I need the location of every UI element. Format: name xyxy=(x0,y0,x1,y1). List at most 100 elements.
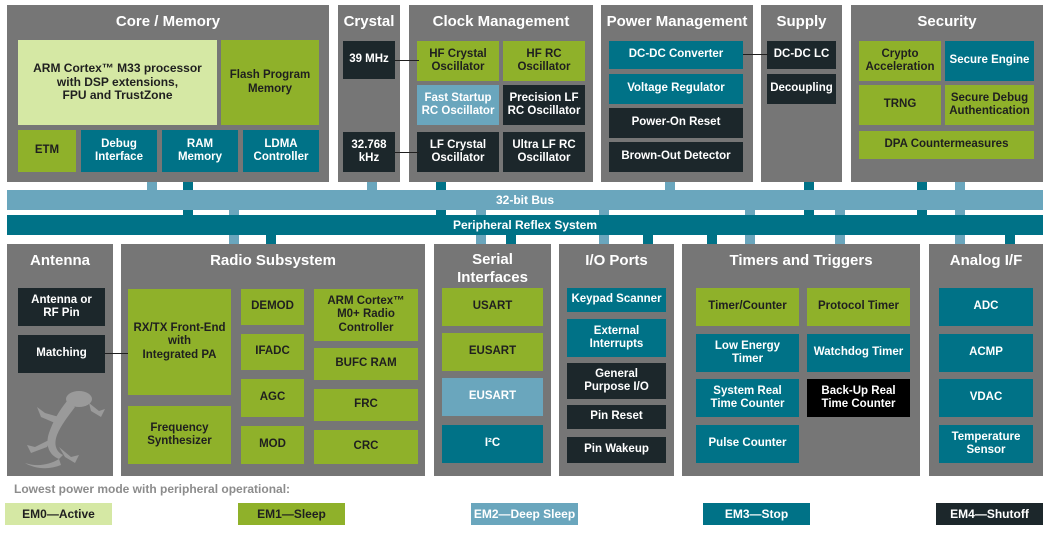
supply-panel: Supply DC-DC LC Decoupling xyxy=(761,5,842,182)
dpa-countermeasures: DPA Countermeasures xyxy=(859,131,1034,159)
dc-dc-lc: DC-DC LC xyxy=(767,41,836,69)
panel-title: Timers and Triggers xyxy=(729,252,873,269)
backup-rtc: Back-Up Real Time Counter xyxy=(807,379,910,417)
eusart-2: EUSART xyxy=(442,378,543,416)
panel-title: Supply xyxy=(776,13,827,30)
adc: ADC xyxy=(939,288,1033,326)
core-memory-panel: Core / Memory ARM Cortex™ M33 processor … xyxy=(7,5,329,182)
io-ports-panel: I/O Ports Keypad Scanner External Interr… xyxy=(559,244,674,476)
brown-out-detector: Brown-Out Detector xyxy=(609,142,743,172)
prs-label: Peripheral Reflex System xyxy=(452,218,598,232)
legend-em2: EM2—Deep Sleep xyxy=(471,503,578,525)
security-panel: Security Crypto Acceleration Secure Engi… xyxy=(851,5,1043,182)
panel-title: Antenna xyxy=(30,252,90,269)
mod: MOD xyxy=(241,426,304,464)
prs-connector xyxy=(707,228,717,248)
keypad-scanner: Keypad Scanner xyxy=(567,288,666,312)
legend-em3: EM3—Stop xyxy=(703,503,810,525)
m33-processor: ARM Cortex™ M33 processor with DSP exten… xyxy=(18,40,217,125)
gecko-icon xyxy=(25,391,105,469)
bus-connector xyxy=(955,178,965,248)
m0-radio-controller: ARM Cortex™ M0+ Radio Controller xyxy=(314,289,418,341)
usart: USART xyxy=(442,288,543,326)
etm: ETM xyxy=(18,130,76,172)
panel-title: Analog I/F xyxy=(949,252,1023,269)
analog-if-panel: Analog I/F ADC ACMP VDAC Temperature Sen… xyxy=(929,244,1043,476)
timers-triggers-panel: Timers and Triggers Timer/Counter Protoc… xyxy=(682,244,920,476)
crystal-32khz: 32.768 kHz xyxy=(343,132,395,172)
secure-debug-authentication: Secure Debug Authentication xyxy=(945,85,1034,125)
protocol-timer: Protocol Timer xyxy=(807,288,910,326)
prs-connector xyxy=(643,228,653,248)
antenna-rf-pin: Antenna or RF Pin xyxy=(18,288,105,326)
secure-engine: Secure Engine xyxy=(945,41,1034,81)
matching-line xyxy=(105,353,128,354)
32-bit-bus: 32-bit Bus xyxy=(7,190,1043,210)
panel-title: Clock Management xyxy=(432,13,570,30)
antenna-panel: Antenna Antenna or RF Pin Matching xyxy=(7,244,113,476)
ultra-lf-rc-oscillator: Ultra LF RC Oscillator xyxy=(503,132,585,172)
bufc-ram: BUFC RAM xyxy=(314,348,418,380)
temperature-sensor: Temperature Sensor xyxy=(939,425,1033,463)
dc-dc-converter: DC-DC Converter xyxy=(609,41,743,69)
agc: AGC xyxy=(241,379,304,417)
watchdog-timer: Watchdog Timer xyxy=(807,334,910,372)
external-interrupts: External Interrupts xyxy=(567,319,666,357)
flash-memory: Flash Program Memory xyxy=(221,40,319,125)
vdac: VDAC xyxy=(939,379,1033,417)
crystal-39mhz: 39 MHz xyxy=(343,41,395,79)
acmp: ACMP xyxy=(939,334,1033,372)
legend-title: Lowest power mode with peripheral operat… xyxy=(14,482,291,496)
ifadc: IFADC xyxy=(241,334,304,370)
panel-title: I/O Ports xyxy=(585,252,648,269)
crypto-acceleration: Crypto Acceleration xyxy=(859,41,941,81)
crc: CRC xyxy=(314,430,418,464)
frequency-synthesizer: Frequency Synthesizer xyxy=(128,406,231,464)
supply-line xyxy=(743,54,768,55)
bus-connector xyxy=(147,178,157,192)
bus-connector xyxy=(665,178,675,192)
general-purpose-io: General Purpose I/O xyxy=(567,363,666,399)
prs-connector xyxy=(266,228,276,248)
pulse-counter: Pulse Counter xyxy=(696,425,799,463)
legend-em1: EM1—Sleep xyxy=(238,503,345,525)
pin-wakeup: Pin Wakeup xyxy=(567,437,666,463)
crystal-line-39 xyxy=(395,60,419,61)
peripheral-reflex-system: Peripheral Reflex System xyxy=(7,215,1043,235)
demod: DEMOD xyxy=(241,289,304,325)
system-rtc: System Real Time Counter xyxy=(696,379,799,417)
clock-management-panel: Clock Management HF Crystal Oscillator H… xyxy=(409,5,593,182)
trng: TRNG xyxy=(859,85,941,125)
crystal-line-32 xyxy=(395,152,419,153)
frc: FRC xyxy=(314,389,418,421)
hf-crystal-oscillator: HF Crystal Oscillator xyxy=(417,41,499,81)
radio-subsystem-panel: Radio Subsystem RX/TX Front-End with Int… xyxy=(121,244,425,476)
precision-lf-rc-oscillator: Precision LF RC Oscillator xyxy=(503,85,585,125)
pin-reset: Pin Reset xyxy=(567,405,666,429)
ldma-controller: LDMA Controller xyxy=(243,130,319,172)
prs-connector xyxy=(506,228,516,248)
timer-counter: Timer/Counter xyxy=(696,288,799,326)
bus-label: 32-bit Bus xyxy=(495,193,554,207)
rx-tx-front-end: RX/TX Front-End with Integrated PA xyxy=(128,289,231,395)
panel-title: Crystal xyxy=(343,13,395,30)
ram-memory: RAM Memory xyxy=(162,130,238,172)
serial-interfaces-panel: Serial Interfaces USART EUSART EUSART I²… xyxy=(434,244,551,476)
debug-interface: Debug Interface xyxy=(81,130,157,172)
fast-startup-rc-oscillator: Fast Startup RC Oscillator xyxy=(417,85,499,125)
panel-title: Core / Memory xyxy=(115,13,221,30)
crystal-panel: Crystal 39 MHz 32.768 kHz xyxy=(338,5,400,182)
panel-title: Security xyxy=(917,13,977,30)
panel-title: Radio Subsystem xyxy=(210,252,336,269)
eusart-1: EUSART xyxy=(442,333,543,371)
low-energy-timer: Low Energy Timer xyxy=(696,334,799,372)
panel-title: Serial Interfaces xyxy=(457,251,528,286)
voltage-regulator: Voltage Regulator xyxy=(609,74,743,104)
legend-em4: EM4—Shutoff xyxy=(936,503,1043,525)
lf-crystal-oscillator: LF Crystal Oscillator xyxy=(417,132,499,172)
hf-rc-oscillator: HF RC Oscillator xyxy=(503,41,585,81)
power-on-reset: Power-On Reset xyxy=(609,108,743,138)
legend-em0: EM0—Active xyxy=(5,503,112,525)
i2c: I²C xyxy=(442,425,543,463)
matching: Matching xyxy=(18,335,105,373)
